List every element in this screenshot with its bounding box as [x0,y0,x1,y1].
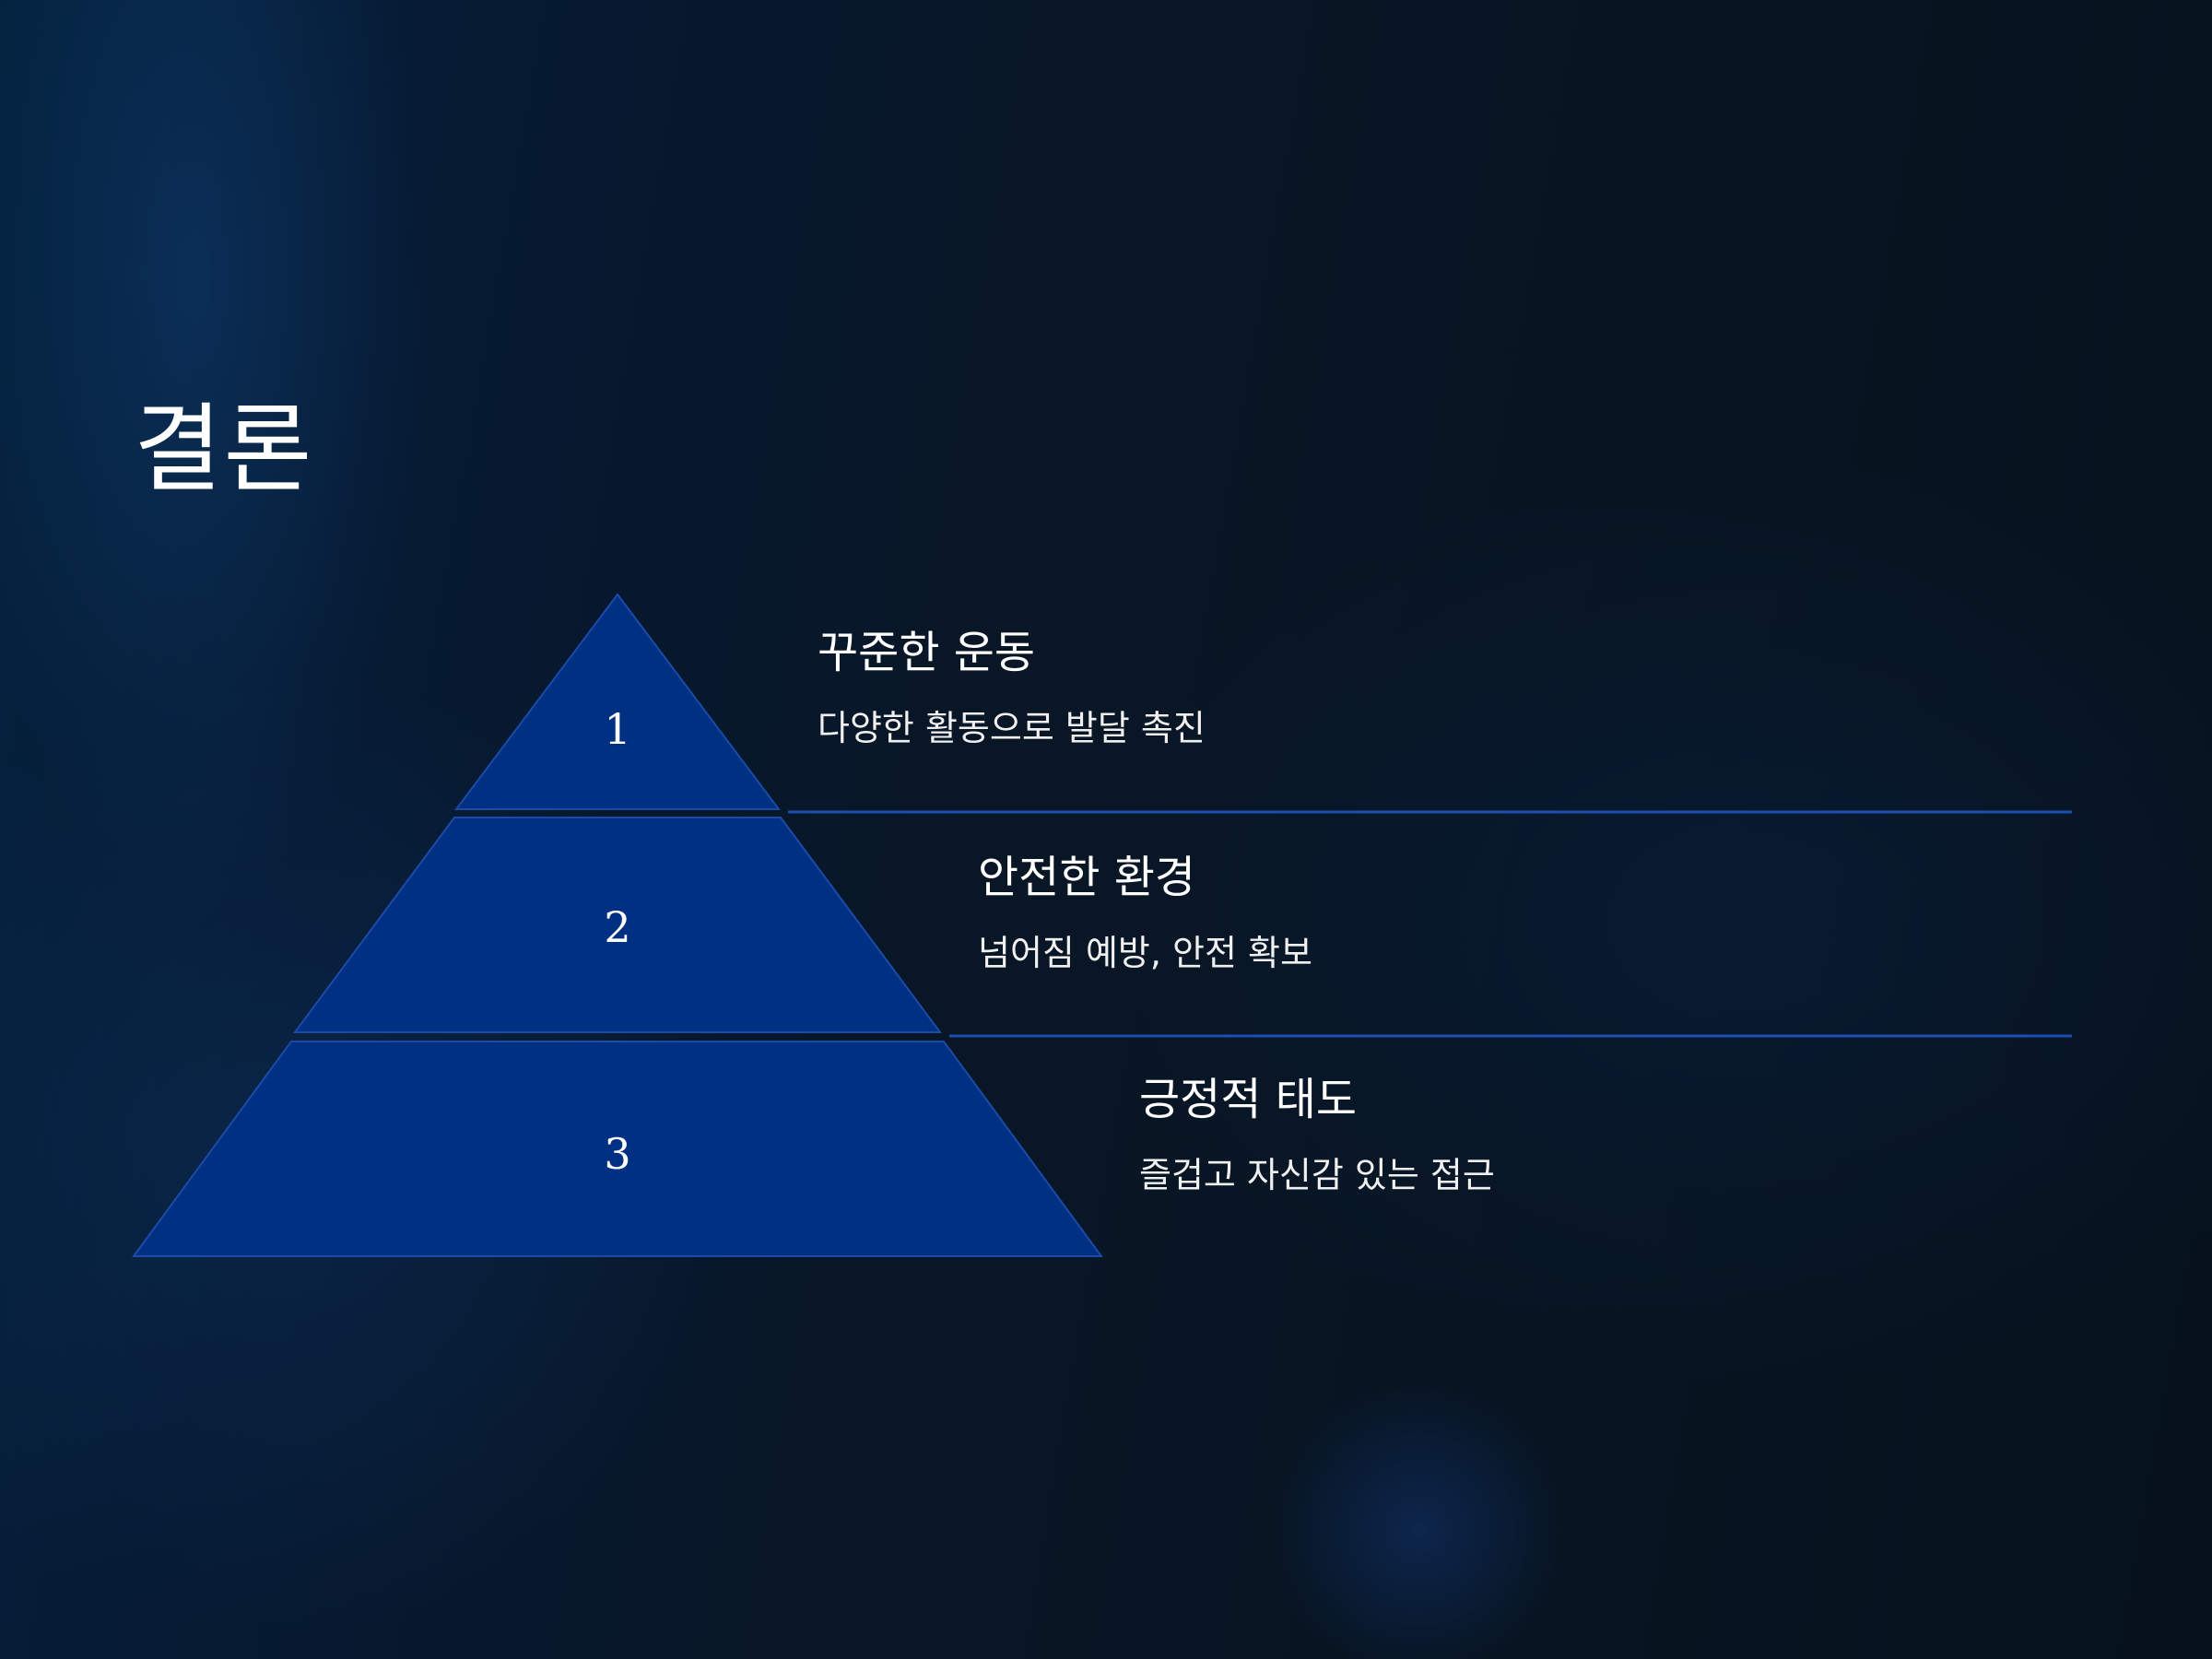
pyramid-tier-1-number: 1 [604,704,630,754]
tier-3-heading: 긍정적 태도 [1139,1074,1358,1125]
tier-3-description: 즐겁고 자신감 있는 접근 [1139,1154,1495,1195]
slide-title: 결론 [134,393,314,505]
tier-1-description: 다양한 활동으로 발달 촉진 [818,707,1206,748]
pyramid-tier-3 [132,1041,1103,1257]
tier-1-heading: 꾸준한 운동 [818,627,1036,678]
tier-1-text: 꾸준한 운동 다양한 활동으로 발달 촉진 [818,627,1206,749]
pyramid-tier-3-number: 3 [604,1129,630,1179]
pyramid-tier-1 [453,593,782,810]
pyramid-tier-2-number: 2 [604,902,630,952]
pyramid-tier-2 [293,817,942,1033]
tier-2-description: 넘어짐 예방, 안전 확보 [978,932,1312,973]
tier-2-text: 안전한 환경 넘어짐 예방, 안전 확보 [978,852,1312,974]
tier-2-heading: 안전한 환경 [978,852,1196,903]
tier-3-text: 긍정적 태도 즐겁고 자신감 있는 접근 [1139,1074,1495,1196]
